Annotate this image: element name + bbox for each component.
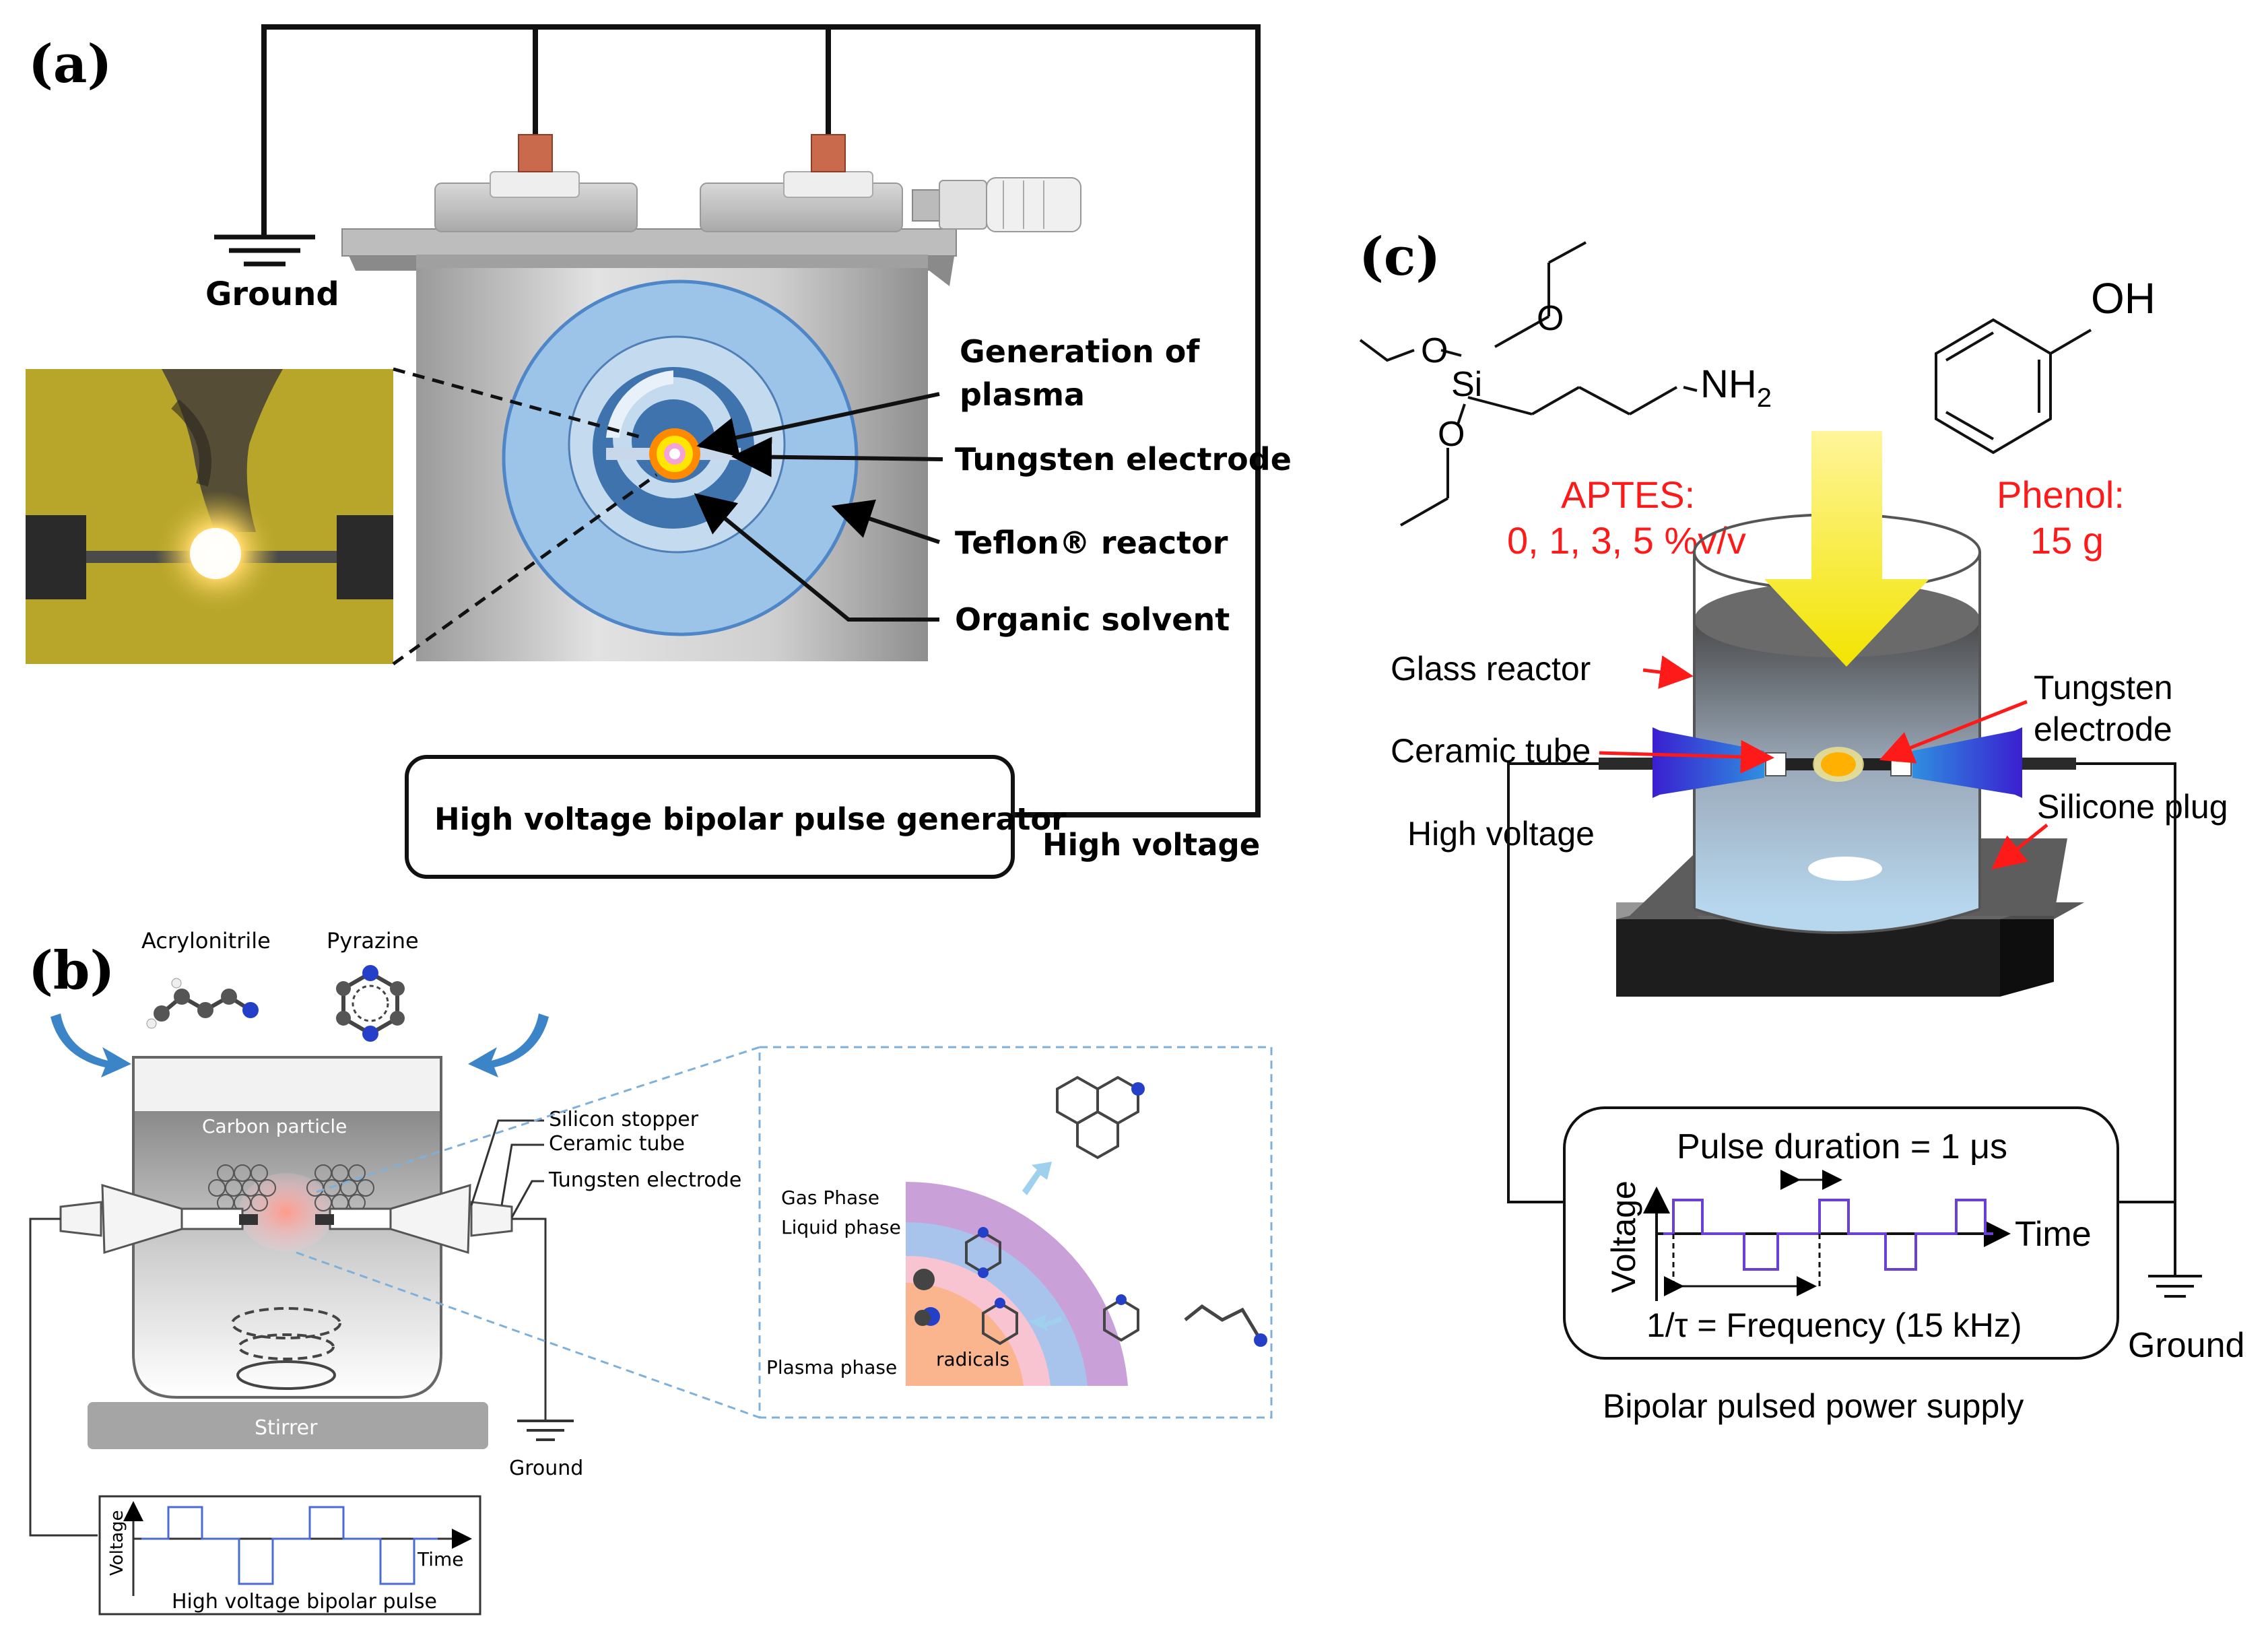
plasma-phase-label: Plasma phase [766,1356,897,1378]
tungsten-label-c-2: electrode [2034,710,2172,748]
pyrazine-label: Pyrazine [327,928,419,954]
carbon-particle-left [208,1164,276,1211]
label-teflon-reactor: Teflon® reactor [955,525,1228,561]
tungsten-arrow [1879,700,2028,764]
ground-symbol-c [2148,1275,2202,1298]
pulse-generator-box [405,755,1015,879]
label-organic-solvent: Organic solvent [955,601,1230,638]
inset-callout-lines [392,367,658,666]
aptes-nh2: NH2 [1700,362,1772,413]
time-label-b: Time [417,1548,464,1570]
phenol-structure [1935,318,2092,455]
gas-phase-label: Gas Phase [781,1187,879,1209]
ground-label-b: Ground [509,1457,583,1480]
tungsten-electrode-label-b: Tungsten electrode [548,1168,741,1192]
ground-symbol-a [214,234,315,267]
panel-c-tag: (c) [1359,226,1440,288]
zoom-molecules [913,1075,1267,1347]
glass-reactor-arrow [1642,655,1694,689]
carbon-particle-label: Carbon particle [202,1115,347,1137]
tungsten-label-c-1: Tungsten [2034,669,2173,706]
power-supply-label: Bipolar pulsed power supply [1603,1387,2024,1425]
silicone-plug-label: Silicone plug [2037,788,2228,826]
pulse-caption-b: High voltage bipolar pulse [172,1590,437,1613]
aptes-nh-sub: 2 [1757,383,1772,413]
zoom-lines [296,1046,760,1419]
ceramic-tube-arrow [1599,739,1774,774]
pulse-duration-label: Pulse duration = 1 μs [1677,1127,2007,1166]
label-generation-of-plasma-1: Generation of [960,333,1200,370]
aptes-o1: O [1421,331,1448,370]
pyrazine-zoom-2 [982,1298,1018,1345]
liquid-phase-label: Liquid phase [781,1216,901,1238]
panel-b-reactor: Carbon particle [59,1056,513,1399]
pyrazine-molecule [336,965,405,1042]
panel-b-wiring [29,1218,547,1537]
panel-a: (a) Ground [26,24,1292,879]
acrylonitrile-molecule [146,978,259,1029]
panel-b-leader-lines [470,1119,544,1218]
rotation-arrows [51,1013,549,1077]
panel-a-wiring [261,24,1261,818]
stirrer-plate [88,1402,488,1449]
phenol-value: 15 g [2030,519,2104,562]
voltage-label-b: Voltage [107,1510,127,1576]
pyrazine-zoom-3 [1103,1294,1139,1342]
panel-b: (b) Acrylonitrile Pyrazine [28,928,1273,1616]
stirrer-label: Stirrer [255,1416,318,1440]
panel-c-wiring [1507,762,2176,1276]
ground-label-a: Ground [205,275,339,313]
aptes-values: 0, 1, 3, 5 %v/v [1507,519,1746,562]
radicals-label: radicals [936,1348,1009,1370]
acrylonitrile-zoom [1184,1304,1263,1341]
high-voltage-label-c: High voltage [1407,815,1595,853]
pulse-generator-label: High voltage bipolar pulse generator [434,801,1067,837]
glass-reactor-label: Glass reactor [1391,650,1591,688]
silicone-plug-arrow [1991,824,2048,870]
pyrazine-zoom-1 [965,1227,1001,1278]
plasma-photo-inset [26,369,393,664]
yellow-arrow [1764,431,1929,667]
frequency-label: 1/τ = Frequency (15 kHz) [1646,1306,2022,1344]
pulse-waveform-c [1663,1199,1993,1271]
pyrene-like-molecule [1056,1075,1145,1160]
phenol-oh: OH [2091,274,2156,323]
aptes-o2: O [1537,299,1564,338]
panel-a-annotation-arrows [694,392,943,622]
aptes-si: Si [1451,365,1482,404]
aptes-structure [1359,241,1698,527]
bipolar-pulse-box [98,1495,481,1616]
aptes-nh: NH [1700,362,1757,406]
voltage-label-c: Voltage [1605,1180,1642,1293]
label-generation-of-plasma-2: plasma [960,376,1085,413]
time-label-c: Time [2015,1215,2092,1254]
panel-c: (c) O O O Si NH2 O [1359,226,2244,1425]
label-tungsten-electrode-a: Tungsten electrode [955,441,1292,477]
high-voltage-label-a: High voltage [1042,827,1260,863]
ceramic-tube-label-b: Ceramic tube [549,1132,685,1156]
phenol-label: Phenol: [1997,473,2125,516]
aptes-o3: O [1438,415,1465,454]
panel-a-tag: (a) [28,34,112,95]
acrylonitrile-label: Acrylonitrile [141,928,271,954]
panel-b-tag: (b) [28,940,114,1001]
aptes-label: APTES: [1561,473,1695,516]
magnetic-stirrer-label: Magnetic stirrer [1657,1008,1907,1048]
pulse-waveform-b [141,1506,438,1585]
ground-symbol-b [517,1420,574,1441]
silicon-stopper-label: Silicon stopper [549,1108,699,1131]
ground-label-c: Ground [2128,1326,2244,1365]
